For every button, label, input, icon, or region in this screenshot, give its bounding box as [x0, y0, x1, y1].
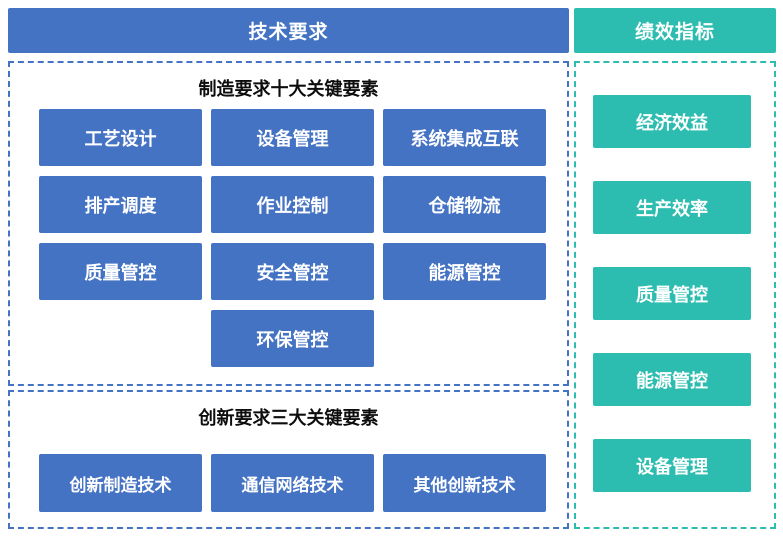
element-tile-energy-control[interactable]: 能源管控	[383, 243, 546, 300]
innovation-requirements-group: 创新要求三大关键要素 创新制造技术 通信网络技术 其他创新技术	[8, 390, 569, 529]
element-tile-equipment-management[interactable]: 设备管理	[211, 109, 374, 166]
manufacturing-requirements-group: 制造要求十大关键要素 工艺设计 设备管理 系统集成互联 排产调度 作业控制 仓储…	[8, 61, 569, 386]
element-tile-quality-control[interactable]: 质量管控	[39, 243, 202, 300]
manufacturing-group-title: 制造要求十大关键要素	[198, 79, 379, 99]
element-tile-communication-network-tech[interactable]: 通信网络技术	[211, 454, 374, 512]
element-tile-warehouse-logistics[interactable]: 仓储物流	[383, 176, 546, 233]
element-tile-production-scheduling[interactable]: 排产调度	[39, 176, 202, 233]
innovation-element-grid: 创新制造技术 通信网络技术 其他创新技术	[39, 454, 546, 512]
manufacturing-element-grid: 工艺设计 设备管理 系统集成互联 排产调度 作业控制 仓储物流 质量管控 安全管…	[39, 109, 546, 367]
performance-indicators-group: 经济效益 生产效率 质量管控 能源管控 设备管理	[574, 61, 776, 529]
kpi-tile-economic-benefit[interactable]: 经济效益	[593, 95, 751, 148]
kpi-tile-energy-control[interactable]: 能源管控	[593, 353, 751, 406]
element-tile-operation-control[interactable]: 作业控制	[211, 176, 374, 233]
technical-requirements-banner: 技术要求	[8, 8, 569, 53]
element-tile-system-integration[interactable]: 系统集成互联	[383, 109, 546, 166]
performance-indicators-banner: 绩效指标	[574, 8, 776, 53]
kpi-tile-quality-control[interactable]: 质量管控	[593, 267, 751, 320]
performance-indicator-list: 经济效益 生产效率 质量管控 能源管控 设备管理	[593, 95, 751, 492]
kpi-tile-production-efficiency[interactable]: 生产效率	[593, 181, 751, 234]
technical-requirements-column: 技术要求 制造要求十大关键要素 工艺设计 设备管理 系统集成互联 排产调度 作业…	[8, 8, 569, 529]
performance-indicators-column: 绩效指标 经济效益 生产效率 质量管控 能源管控 设备管理	[574, 8, 776, 529]
element-tile-environmental-control[interactable]: 环保管控	[211, 310, 374, 367]
kpi-tile-equipment-management[interactable]: 设备管理	[593, 439, 751, 492]
element-tile-other-innovative-tech[interactable]: 其他创新技术	[383, 454, 546, 512]
innovation-group-title: 创新要求三大关键要素	[198, 408, 379, 428]
element-tile-process-design[interactable]: 工艺设计	[39, 109, 202, 166]
element-tile-safety-control[interactable]: 安全管控	[211, 243, 374, 300]
element-tile-innovative-manufacturing-tech[interactable]: 创新制造技术	[39, 454, 202, 512]
